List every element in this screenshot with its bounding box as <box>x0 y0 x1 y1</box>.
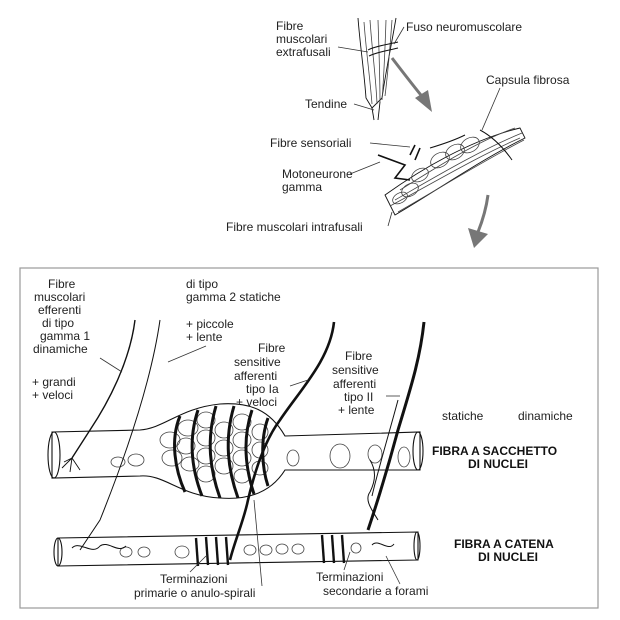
label-efferent-line5: gamma 1 <box>40 329 90 343</box>
label-ia-line2: sensitive <box>234 355 281 369</box>
big-arrow-2 <box>468 194 490 248</box>
nerve-fibers <box>61 319 426 561</box>
label-motoneuron-line1: Motoneurone <box>282 167 353 181</box>
label-ia-line4: tipo Ia <box>246 382 279 396</box>
muscle-sketch <box>357 17 399 109</box>
label-ii-line5: + lente <box>338 403 375 417</box>
label-ia-line3: afferenti <box>234 369 277 383</box>
label-gamma2-slower: + lente <box>186 330 223 344</box>
label-efferent-line6: dinamiche <box>33 342 88 356</box>
tendon-sketch <box>371 101 381 121</box>
detail-frame <box>19 267 599 609</box>
label-gamma2-smaller: + piccole <box>186 317 234 331</box>
annulospiral-ending-chain <box>194 534 346 567</box>
label-efferent-line4: di tipo <box>42 316 74 330</box>
label-ii: Fibre sensitive afferenti tipo II + lent… <box>332 349 400 417</box>
label-tendon-text: Tendine <box>305 97 347 111</box>
label-efferent: Fibre muscolari efferenti di tipo gamma … <box>33 277 123 373</box>
label-efferent-line2: muscolari <box>34 290 85 304</box>
label-spindle: Fuso neuromuscolare <box>393 20 522 45</box>
label-extrafusal-line1: Fibre <box>276 19 304 33</box>
label-secondary-line2: secondarie a forami <box>323 584 428 598</box>
label-sensory: Fibre sensoriali <box>270 136 411 150</box>
label-extrafusal-line2: muscolari <box>276 32 327 46</box>
big-arrow-1 <box>390 57 432 112</box>
label-extrafusal: Fibre muscolari extrafusali <box>276 19 369 59</box>
label-ii-line2: sensitive <box>332 363 379 377</box>
label-chain-fiber: FIBRA A CATENA DI NUCLEI <box>454 537 554 564</box>
nuclear-bag-fiber <box>47 403 424 499</box>
gamma2-efferent-fiber <box>79 319 161 551</box>
label-chain-line2: DI NUCLEI <box>478 550 538 564</box>
label-secondary-endings: Terminazioni secondarie a forami <box>316 551 428 598</box>
label-gamma2: di tipo gamma 2 statiche <box>186 277 281 304</box>
label-intrafusal: Fibre muscolari intrafusali <box>226 211 393 234</box>
label-ia-line1: Fibre <box>258 341 286 355</box>
label-motoneuron: Motoneurone gamma <box>282 161 381 194</box>
ii-afferent-fiber <box>366 321 426 531</box>
label-types: statiche dinamiche <box>442 409 573 423</box>
label-bag-line1: FIBRA A SACCHETTO <box>432 444 557 458</box>
label-ii-line1: Fibre <box>345 349 373 363</box>
label-efferent-line3: efferenti <box>38 303 81 317</box>
label-bag-line2: DI NUCLEI <box>468 457 528 471</box>
label-primary-line1: Terminazioni <box>160 572 227 586</box>
label-dynamic: dinamiche <box>518 409 573 423</box>
gamma1-efferent-fiber <box>71 319 136 459</box>
label-capsule: Capsula fibrosa <box>481 73 570 131</box>
label-gamma1-bigger: + grandi <box>32 375 76 389</box>
bag-nuclei-cluster <box>159 411 269 484</box>
label-tendon: Tendine <box>305 97 375 111</box>
label-capsule-text: Capsula fibrosa <box>486 73 570 87</box>
label-extrafusal-line3: extrafusali <box>276 45 331 59</box>
label-gamma2-line1: di tipo <box>186 277 218 291</box>
label-ii-line4: tipo II <box>344 390 373 404</box>
label-motoneuron-line2: gamma <box>282 180 322 194</box>
label-efferent-line1: Fibre <box>48 277 76 291</box>
label-gamma1-props: + grandi + veloci <box>32 375 76 402</box>
ii-branch-fiber <box>371 399 399 497</box>
ia-afferent-fiber <box>228 321 336 561</box>
label-intrafusal-text: Fibre muscolari intrafusali <box>226 220 363 234</box>
nuclear-chain-fiber <box>53 531 421 567</box>
label-chain-line1: FIBRA A CATENA <box>454 537 554 551</box>
label-gamma1-faster: + veloci <box>32 388 73 402</box>
label-static: statiche <box>442 409 484 423</box>
label-secondary-line1: Terminazioni <box>316 570 383 584</box>
label-gamma2-props: + piccole + lente <box>167 317 234 363</box>
label-spindle-text: Fuso neuromuscolare <box>406 20 522 34</box>
label-gamma2-line2: gamma 2 statiche <box>186 290 281 304</box>
label-sensory-text: Fibre sensoriali <box>270 136 351 150</box>
label-primary-line2: primarie o anulo-spirali <box>134 586 255 600</box>
spindle-sketch <box>377 127 526 216</box>
label-primary-endings: Terminazioni primarie o anulo-spirali <box>134 499 263 600</box>
label-bag-fiber: FIBRA A SACCHETTO DI NUCLEI <box>432 444 557 471</box>
label-ia-line5: + veloci <box>236 395 277 409</box>
gamma1-motor-plate <box>61 457 81 473</box>
label-ia: Fibre sensitive afferenti tipo Ia + velo… <box>234 341 309 409</box>
label-ii-line3: afferenti <box>333 377 376 391</box>
